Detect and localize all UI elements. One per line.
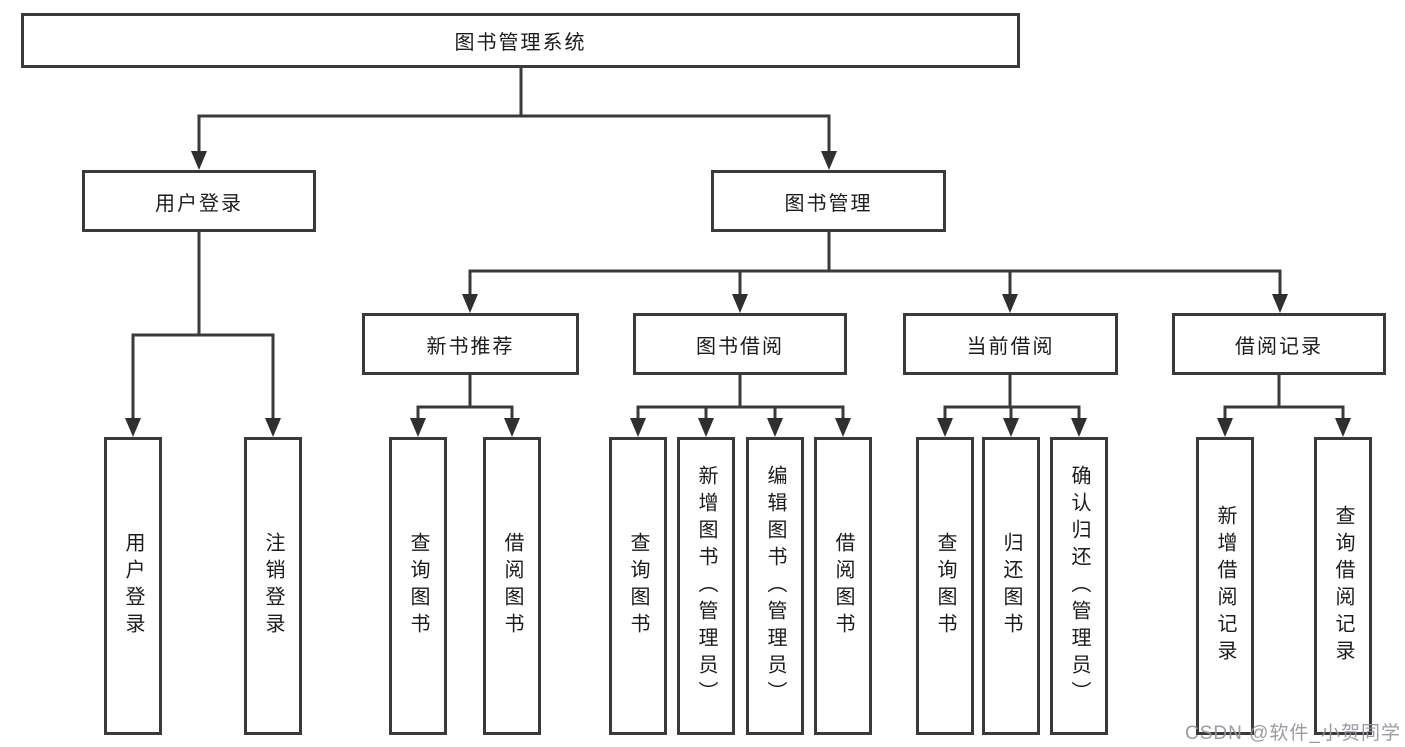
- edge-records-to-leaves: [1223, 375, 1345, 419]
- leaf-borrow-books-recommend: 借阅图书: [483, 437, 541, 735]
- leaf-borrow-books: 借阅图书: [814, 437, 872, 735]
- arrowhead: [698, 418, 714, 437]
- edge-root-to-level2: [197, 68, 831, 152]
- arrowhead: [630, 418, 646, 437]
- leaf-logout-label: 注销登录: [262, 532, 284, 640]
- leaf-edit-books-admin: 编辑图书（管理员）: [746, 437, 804, 735]
- leaf-user-login-label: 用户登录: [122, 532, 144, 640]
- node-book-management-label: 图书管理: [784, 192, 873, 215]
- edge-bookmgmt-to-level3: [468, 232, 1282, 295]
- arrowhead: [732, 294, 748, 313]
- leaf-logout: 注销登录: [244, 437, 302, 735]
- edge-userlogin-to-leaves: [131, 232, 275, 419]
- leaf-add-borrow-record: 新增借阅记录: [1196, 437, 1254, 735]
- leaf-borrow-books-label: 借阅图书: [832, 532, 854, 640]
- node-new-book-recommend-label: 新书推荐: [426, 335, 515, 358]
- arrowhead: [1071, 418, 1087, 437]
- leaf-query-books-current-label: 查询图书: [934, 532, 956, 640]
- leaf-query-books-borrow-label: 查询图书: [627, 532, 649, 640]
- arrowhead: [821, 151, 837, 170]
- node-borrow-records: 借阅记录: [1172, 313, 1386, 375]
- leaf-return-books-label: 归还图书: [1000, 532, 1022, 640]
- edge-current-to-leaves: [943, 375, 1081, 419]
- leaf-query-borrow-record-label: 查询借阅记录: [1332, 505, 1354, 667]
- leaf-borrow-books-recommend-label: 借阅图书: [501, 532, 523, 640]
- arrowhead: [1272, 294, 1288, 313]
- arrowhead: [767, 418, 783, 437]
- arrowhead: [191, 151, 207, 170]
- node-current-borrow: 当前借阅: [903, 313, 1118, 375]
- leaf-edit-books-admin-label: 编辑图书（管理员）: [764, 464, 786, 708]
- leaf-confirm-return-admin-label: 确认归还（管理员）: [1068, 464, 1090, 708]
- leaf-add-books-admin-label: 新增图书（管理员）: [695, 464, 717, 708]
- leaf-query-books-borrow: 查询图书: [609, 437, 667, 735]
- node-book-borrow: 图书借阅: [633, 313, 847, 375]
- leaf-query-books-recommend: 查询图书: [389, 437, 447, 735]
- leaf-add-borrow-record-label: 新增借阅记录: [1214, 505, 1236, 667]
- edge-borrow-to-leaves: [636, 375, 845, 419]
- arrowhead: [462, 294, 478, 313]
- arrowhead: [1002, 294, 1018, 313]
- arrowhead: [504, 418, 520, 437]
- arrowhead: [1335, 418, 1351, 437]
- node-root-label: 图书管理系统: [454, 32, 587, 54]
- node-book-management: 图书管理: [711, 170, 946, 232]
- arrowhead: [265, 418, 281, 437]
- node-user-login: 用户登录: [82, 170, 316, 232]
- leaf-query-books-recommend-label: 查询图书: [407, 532, 429, 640]
- node-current-borrow-label: 当前借阅: [966, 335, 1055, 358]
- leaf-query-books-current: 查询图书: [916, 437, 974, 735]
- arrowhead: [937, 418, 953, 437]
- arrowhead: [1217, 418, 1233, 437]
- arrowhead: [835, 418, 851, 437]
- leaf-add-books-admin: 新增图书（管理员）: [677, 437, 735, 735]
- edge-newbook-to-leaves: [416, 375, 514, 419]
- leaf-user-login: 用户登录: [104, 437, 162, 735]
- node-user-login-label: 用户登录: [155, 192, 243, 215]
- arrowhead: [410, 418, 426, 437]
- node-root: 图书管理系统: [21, 13, 1020, 68]
- node-new-book-recommend: 新书推荐: [362, 313, 579, 375]
- arrowhead: [1003, 418, 1019, 437]
- leaf-return-books: 归还图书: [982, 437, 1040, 735]
- leaf-query-borrow-record: 查询借阅记录: [1314, 437, 1372, 735]
- node-book-borrow-label: 图书借阅: [696, 335, 784, 358]
- leaf-confirm-return-admin: 确认归还（管理员）: [1050, 437, 1108, 735]
- watermark: CSDN @软件_小贺同学: [1185, 723, 1401, 744]
- arrowhead: [125, 418, 141, 437]
- node-borrow-records-label: 借阅记录: [1235, 335, 1323, 358]
